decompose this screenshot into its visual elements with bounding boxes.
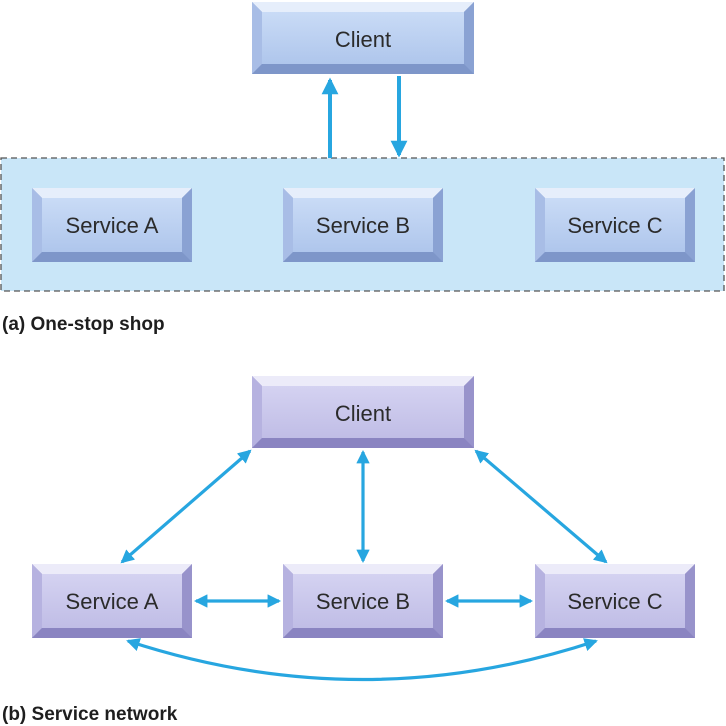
service-b-label-a: Service B	[316, 213, 410, 238]
arrow-client-service-c	[474, 449, 608, 564]
service-a-label-b: Service A	[66, 589, 159, 614]
service-b-label-b: Service B	[316, 589, 410, 614]
panel-a: Client Service A Service B	[0, 2, 725, 335]
panel-b: Client Service A Service B	[2, 376, 695, 725]
caption-a: (a) One-stop shop	[2, 314, 165, 335]
service-b-box-a: Service B	[283, 188, 443, 262]
arrow-service-a-service-c	[126, 638, 598, 682]
client-box-a: Client	[252, 2, 474, 74]
caption-b: (b) Service network	[2, 704, 178, 725]
service-c-label-b: Service C	[567, 589, 662, 614]
service-c-box-a: Service C	[535, 188, 695, 262]
client-label-b: Client	[335, 401, 391, 426]
service-c-box-b: Service C	[535, 564, 695, 638]
service-c-label-a: Service C	[567, 213, 662, 238]
service-b-box-b: Service B	[283, 564, 443, 638]
client-label-a: Client	[335, 27, 391, 52]
arrow-client-service-a	[120, 449, 252, 564]
service-a-box-a: Service A	[32, 188, 192, 262]
client-box-b: Client	[252, 376, 474, 448]
service-a-label-a: Service A	[66, 213, 159, 238]
service-a-box-b: Service A	[32, 564, 192, 638]
